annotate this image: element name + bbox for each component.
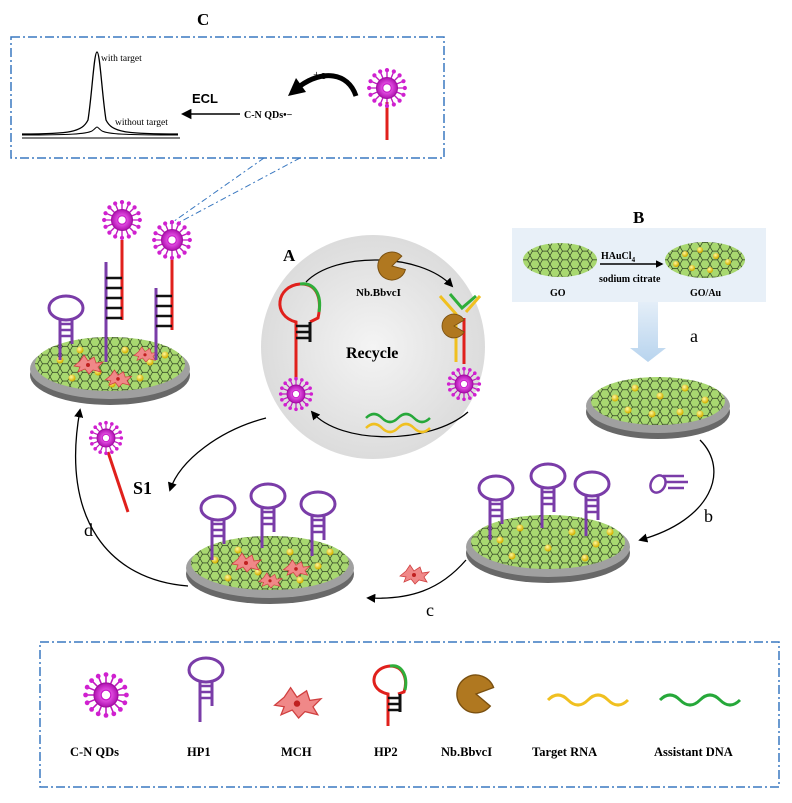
connector-line-2 bbox=[175, 157, 301, 225]
haucl4-text: HAuCl4 bbox=[601, 251, 636, 264]
legend-frame bbox=[39, 641, 780, 788]
released-assistant-dna bbox=[365, 412, 431, 424]
cleavage-complex bbox=[438, 293, 482, 402]
recycle-text: Recycle bbox=[346, 345, 398, 362]
electrode-hp1-mch bbox=[186, 482, 354, 604]
hp2-in-circle bbox=[278, 282, 322, 412]
panel-a-label: A bbox=[283, 246, 296, 265]
step-d-arrow bbox=[74, 408, 189, 587]
step-c-label: c bbox=[426, 600, 434, 620]
panel-b-label: B bbox=[633, 208, 644, 227]
ecl-curve-inset bbox=[16, 42, 186, 152]
legend-label-assistant-dna: Assistant DNA bbox=[654, 745, 733, 759]
panel-c-label: C bbox=[197, 10, 209, 29]
step-a-label: a bbox=[690, 326, 698, 346]
recycle-output-arrow bbox=[167, 417, 267, 492]
electrode-hp1 bbox=[466, 462, 630, 583]
legend-qd-icon bbox=[82, 671, 130, 719]
with-target-curve bbox=[21, 51, 179, 135]
legend-label-hp2: HP2 bbox=[374, 745, 398, 759]
legend-target-rna-icon bbox=[546, 693, 630, 707]
enzyme-label-panel-a: Nb.BbvcI bbox=[356, 287, 401, 299]
electron-arrow-head bbox=[288, 78, 306, 96]
cn-qds-radical-text: C-N QDs•− bbox=[244, 110, 293, 121]
qd-probe-panel-c bbox=[366, 67, 408, 140]
recycle-arrow-top bbox=[305, 259, 454, 288]
legend-mch-icon bbox=[273, 686, 322, 719]
legend-label-cn-qds: C-N QDs bbox=[70, 745, 119, 759]
without-target-curve bbox=[21, 126, 179, 136]
step-c-arrow bbox=[366, 559, 467, 603]
legend-enzyme-icon bbox=[453, 671, 496, 717]
deposition-arrow bbox=[630, 302, 666, 362]
step-d-label: d bbox=[84, 520, 93, 540]
released-target-rna bbox=[365, 422, 431, 434]
sodium-citrate-text: sodium citrate bbox=[599, 274, 661, 285]
legend-label-enzyme: Nb.BbvcI bbox=[441, 745, 492, 759]
hp1-reagent-icon bbox=[649, 474, 688, 494]
s1-label: S1 bbox=[133, 478, 152, 498]
go-sheet bbox=[523, 243, 597, 277]
legend-assistant-dna-icon bbox=[658, 693, 742, 707]
s1-probe bbox=[88, 420, 130, 513]
recycle-arrow-bottom bbox=[310, 410, 469, 438]
step-b-arrow bbox=[638, 439, 715, 543]
step-b-label: b bbox=[704, 506, 713, 526]
legend-label-target-rna: Target RNA bbox=[532, 745, 597, 759]
ecl-text: ECL bbox=[192, 91, 218, 106]
electrode-go-au bbox=[586, 377, 730, 439]
connector-line-1 bbox=[169, 157, 265, 225]
without-target-text: without target bbox=[115, 118, 168, 128]
legend-hp1-icon bbox=[187, 656, 225, 724]
legend-label-mch: MCH bbox=[281, 745, 312, 759]
electron-arrow bbox=[298, 73, 359, 97]
panel-c-frame bbox=[10, 36, 445, 159]
electrode-final bbox=[30, 199, 193, 405]
legend-label-hp1: HP1 bbox=[187, 745, 211, 759]
go-text: GO bbox=[550, 288, 566, 299]
go-au-sheet bbox=[665, 242, 745, 278]
go-au-text: GO/Au bbox=[690, 288, 722, 299]
with-target-text: with target bbox=[101, 54, 142, 64]
legend-hp2-icon bbox=[372, 664, 408, 726]
mch-reagent-icon bbox=[399, 564, 430, 585]
